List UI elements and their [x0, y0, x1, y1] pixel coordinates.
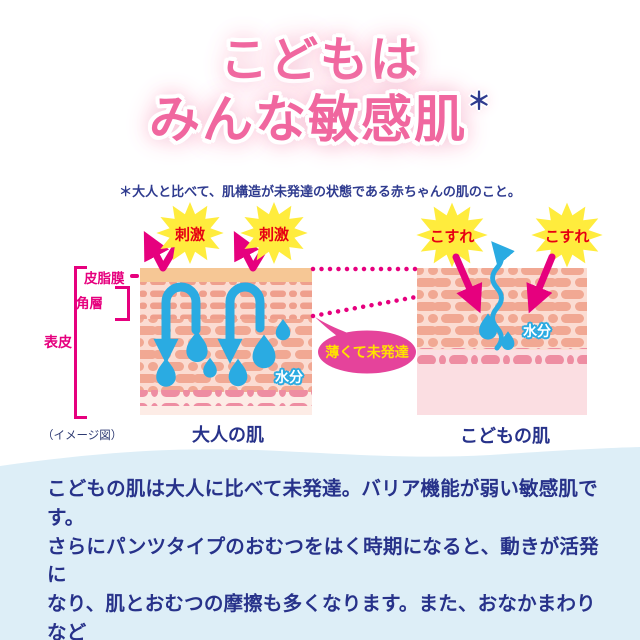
- image-note: （イメージ図）: [42, 428, 123, 442]
- label-stratum-corneum: 角層: [76, 296, 103, 312]
- speech-bubble-label: 薄くて未発達: [325, 345, 409, 361]
- child-skin-diagram: [417, 268, 587, 415]
- burst-label-stimulus-1: 刺激: [174, 225, 206, 244]
- penetrate-arrow-icon: [452, 253, 556, 314]
- burst-label-rub-1: こすれ: [429, 227, 475, 246]
- label-epidermis: 表皮: [44, 335, 72, 351]
- title-line1: こどもは: [219, 32, 420, 88]
- body-line3: なり、肌とおむつの摩擦も多くなります。また、おなかまわりなど: [47, 592, 596, 640]
- page-title: こどもは みんな敏感肌＊: [0, 32, 640, 150]
- body-paragraph: こどもの肌は大人に比べて未発達。バリア機能が弱い敏感肌です。 さらにパンツタイプ…: [47, 475, 607, 640]
- moisture-label-child: 水分: [523, 324, 551, 340]
- stratum-corneum-bracket: [115, 286, 130, 321]
- basal-layer: [140, 390, 312, 406]
- moisture-label-adult: 水分: [275, 370, 303, 386]
- title-asterisk: ＊: [467, 86, 491, 115]
- wave-divider: [0, 447, 640, 640]
- layer-connector-dotted-lines: [310, 266, 419, 319]
- body-line2: さらにパンツタイプのおむつをはく時期になると、動きが活発に: [47, 534, 599, 587]
- burst-label-stimulus-2: 刺激: [258, 225, 290, 244]
- sebum-film-layer: [140, 268, 312, 282]
- body-line1: こどもの肌は大人に比べて未発達。バリア機能が弱い敏感肌です。: [47, 477, 598, 529]
- speech-bubble: [315, 317, 416, 374]
- caption-adult-skin: 大人の肌: [192, 425, 264, 446]
- basal-layer: [417, 348, 587, 364]
- burst-label-rub-2: こすれ: [544, 227, 590, 246]
- label-sebum-film: 皮脂膜: [84, 271, 125, 287]
- epidermis-bracket: [74, 266, 87, 419]
- sebum-film-pointer-line: [130, 274, 139, 278]
- moisture-escape-arrow-icon: [490, 241, 515, 351]
- moisture-arch-icon: [153, 282, 265, 364]
- subtitle-note: ＊大人と比べて、肌構造が未発達の状態である赤ちゃんの肌のこと。: [119, 185, 521, 200]
- caption-child-skin: こどもの肌: [460, 426, 550, 447]
- title-line2: みんな敏感肌＊: [148, 86, 491, 150]
